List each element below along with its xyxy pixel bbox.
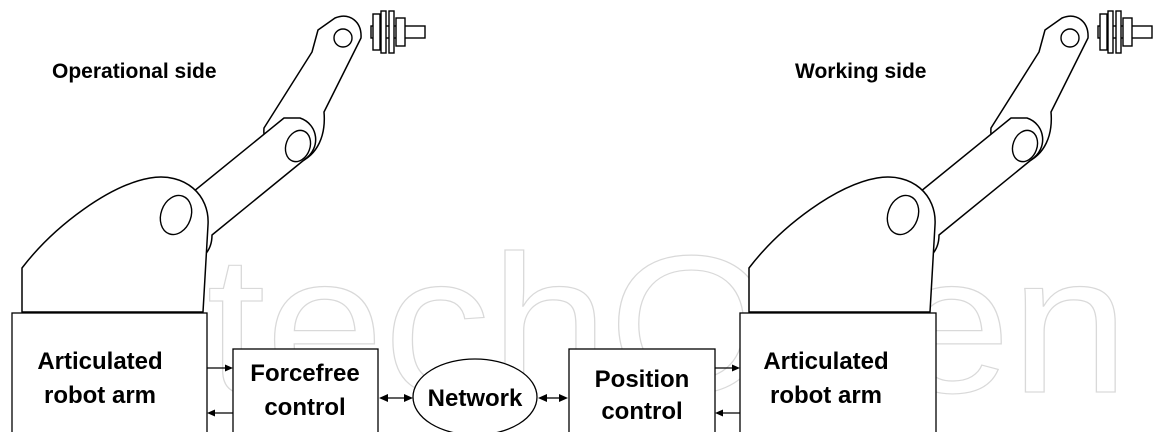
forcefree-control-line1: Forcefree: [250, 360, 359, 387]
network-node: [412, 358, 538, 432]
working-side-title: Working side: [795, 60, 926, 83]
working-arm-box: [739, 312, 937, 432]
operational-arm-box-line1: Articulated: [37, 348, 162, 375]
position-control-box: [568, 348, 716, 432]
network-label: Network: [428, 385, 523, 412]
working-arm-box-line1: Articulated: [763, 348, 888, 375]
position-control-line1: Position: [595, 366, 690, 393]
forcefree-control-line2: control: [264, 394, 345, 421]
operational-side-title: Operational side: [52, 60, 217, 83]
operational-arm-box-line2: robot arm: [44, 382, 156, 409]
operational-arm-box: [11, 312, 208, 432]
working-arm-box-line2: robot arm: [770, 382, 882, 409]
position-control-line2: control: [601, 398, 682, 425]
forcefree-control-box: [232, 348, 379, 432]
